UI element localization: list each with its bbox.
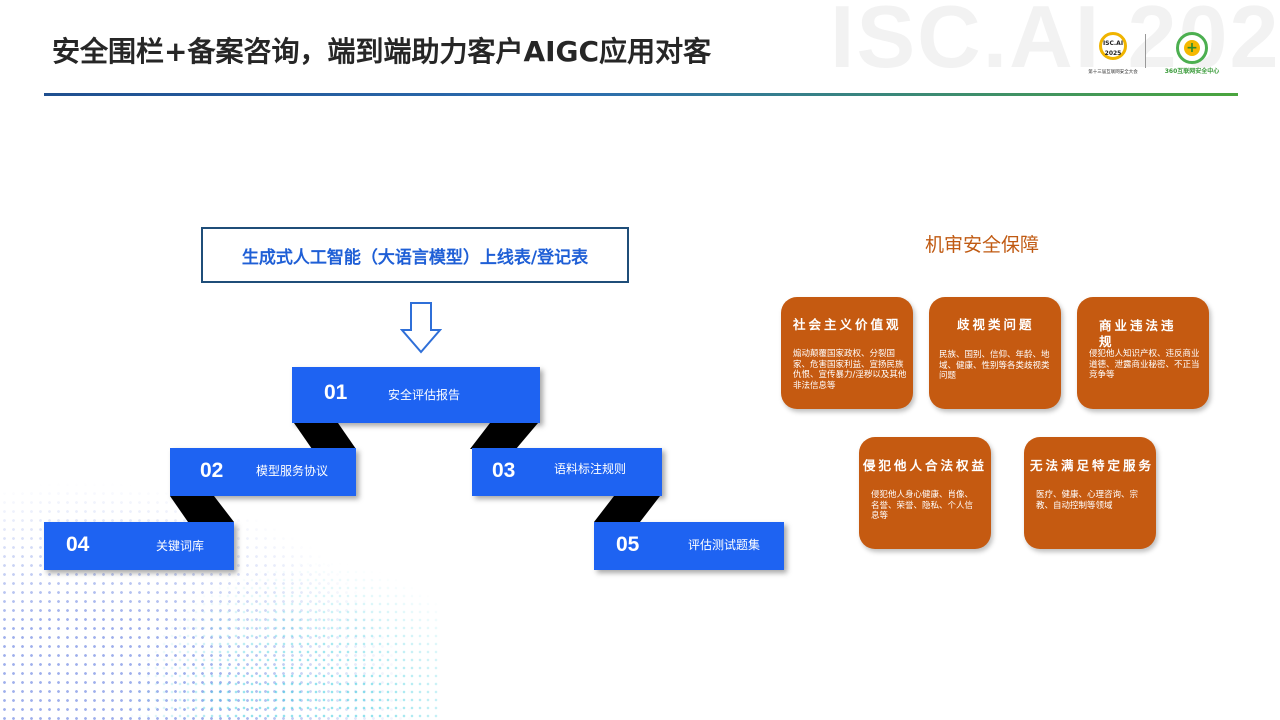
step-01: 01 安全评估报告: [292, 367, 540, 423]
step-01-label: 安全评估报告: [388, 388, 461, 402]
step-02: 02 模型服务协议: [170, 448, 356, 496]
step-03: 03 语料标注规则: [472, 448, 662, 496]
card-rights-infringement: 侵犯他人合法权益 侵犯他人身心健康、肖像、名誉、荣誉、隐私、个人信息等: [859, 437, 991, 549]
shield-plus-icon: +: [1176, 32, 1208, 64]
card-description: 侵犯他人身心健康、肖像、名誉、荣誉、隐私、个人信息等: [871, 490, 974, 521]
registration-form-label: 生成式人工智能（大语言模型）上线表/登记表: [241, 247, 589, 268]
card-title: 侵犯他人合法权益: [863, 458, 988, 473]
step-03-label: 语料标注规则: [554, 462, 627, 476]
step-05-label: 评估测试题集: [688, 538, 761, 552]
step-02-label: 模型服务协议: [256, 464, 329, 478]
card-description: 煽动颠覆国家政权、分裂国家、危害国家利益、宣扬民族仇恨、宣传暴力/淫秽以及其他非…: [793, 349, 907, 391]
isc-logo-caption: 第十三届互联网安全大会: [1088, 69, 1138, 75]
decorative-dot-pattern-cyan: [120, 560, 440, 720]
card-description: 民族、国别、信仰、年龄、地域、健康、性别等各类歧视类问题: [939, 350, 1050, 381]
security-center-caption: 360互联网安全中心: [1164, 68, 1220, 75]
card-title: 歧视类问题: [957, 317, 1035, 332]
connector-02-04: [170, 496, 234, 522]
step-01-number: 01: [324, 381, 348, 404]
isc-logo-icon: ISC.AI 2025: [1099, 32, 1127, 60]
step-04-number: 04: [66, 533, 90, 556]
step-04: 04 关键词库: [44, 522, 234, 570]
page-title: 安全围栏+备案咨询，端到端助力客户AIGC应用对客: [52, 35, 712, 68]
step-04-label: 关键词库: [156, 539, 205, 553]
registration-form-box: 生成式人工智能（大语言模型）上线表/登记表: [201, 227, 629, 283]
down-arrow-icon: [400, 302, 442, 354]
logo-divider: [1145, 34, 1146, 68]
step-05: 05 评估测试题集: [594, 522, 784, 570]
isc-logo-text: ISC.AI: [1102, 40, 1124, 47]
header-divider: [44, 93, 1238, 96]
card-title: 社会主义价值观: [793, 317, 902, 332]
step-03-number: 03: [492, 459, 516, 482]
card-description: 医疗、健康、心理咨询、宗教、自动控制等领域: [1036, 490, 1139, 511]
card-description: 侵犯他人知识产权、违反商业道德、泄露商业秘密、不正当竞争等: [1089, 349, 1200, 380]
card-socialist-values: 社会主义价值观 煽动颠覆国家政权、分裂国家、危害国家利益、宣扬民族仇恨、宣传暴力…: [781, 297, 913, 409]
connector-01-02: [294, 423, 356, 449]
card-title: 商业违法违规: [1099, 318, 1177, 349]
isc-logo: ISC.AI 2025 第十三届互联网安全大会: [1084, 32, 1142, 78]
machine-review-title: 机审安全保障: [925, 234, 1040, 256]
isc-logo-year: 2025: [1104, 50, 1122, 57]
card-special-services: 无法满足特定服务 医疗、健康、心理咨询、宗教、自动控制等领域: [1024, 437, 1156, 549]
step-05-number: 05: [616, 533, 640, 556]
step-02-number: 02: [200, 459, 224, 482]
card-discrimination: 歧视类问题 民族、国别、信仰、年龄、地域、健康、性别等各类歧视类问题: [929, 297, 1061, 409]
security-center-logo: + 360互联网安全中心: [1152, 32, 1232, 78]
logo-area: ISC.AI 2025 第十三届互联网安全大会 + 360互联网安全中心: [1084, 32, 1234, 78]
card-title: 无法满足特定服务: [1030, 458, 1155, 473]
connector-03-05: [594, 496, 660, 522]
card-business-violation: 商业违法违规 侵犯他人知识产权、违反商业道德、泄露商业秘密、不正当竞争等: [1077, 297, 1209, 409]
connector-01-03: [470, 423, 538, 449]
